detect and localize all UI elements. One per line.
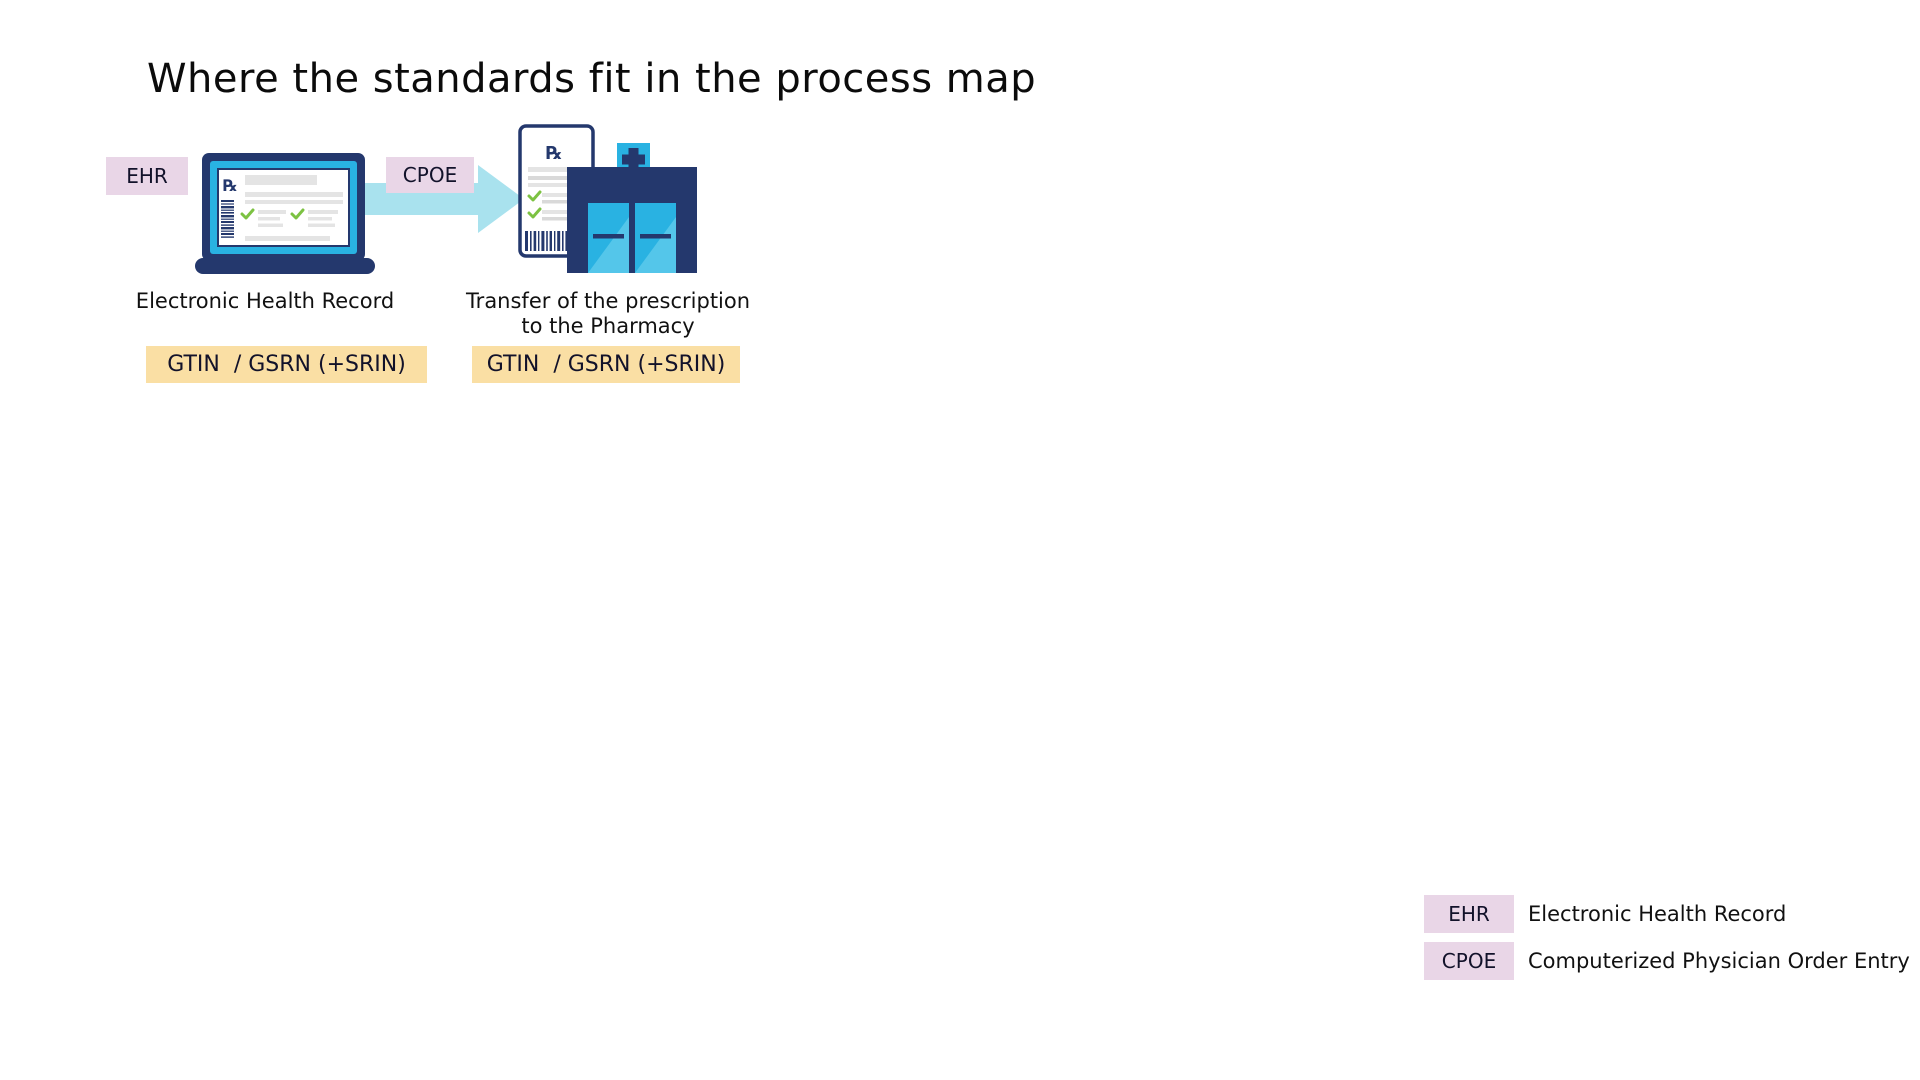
ehr-badge: EHR [106,157,188,195]
step2-caption: Transfer of the prescription to the Phar… [462,289,754,339]
legend-ehr-label: Electronic Health Record [1528,902,1787,926]
pharmacy-building-icon [567,143,697,273]
step1-caption: Electronic Health Record [135,289,395,313]
legend-item-cpoe: CPOE Computerized Physician Order Entry [1424,942,1910,980]
step2-standard-badge: GTIN / GSRN (+SRIN) [472,346,740,383]
step2-caption-line2: to the Pharmacy [521,313,695,338]
pharmacy-cross-icon [622,148,645,171]
laptop-ehr-icon: ℞ [195,153,375,274]
legend-ehr-badge: EHR [1424,895,1514,933]
step2-caption-line1: Transfer of the prescription [465,289,751,313]
legend-item-ehr: EHR Electronic Health Record [1424,895,1786,933]
legend-cpoe-label: Computerized Physician Order Entry [1528,949,1910,973]
rx-symbol-paper: ℞ [546,143,562,164]
page-title: Where the standards fit in the process m… [147,56,1037,102]
legend-cpoe-badge: CPOE [1424,942,1514,980]
barcode-screen [221,200,234,238]
process-arrow-icon [362,165,524,233]
cpoe-badge: CPOE [386,157,474,193]
step1-standard-badge: GTIN / GSRN (+SRIN) [146,346,427,383]
rx-symbol-screen: ℞ [223,176,237,195]
prescription-pharmacy-icons: ℞ [518,124,697,273]
